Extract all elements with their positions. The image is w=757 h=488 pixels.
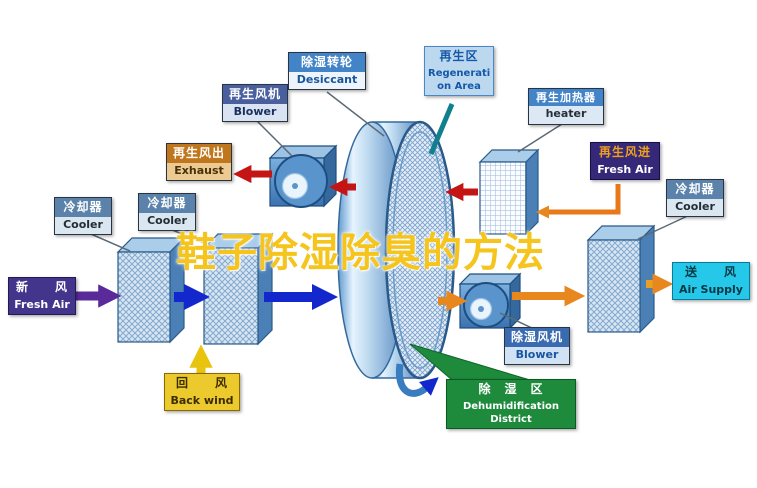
label-back-wind: 回 风 Back wind — [164, 373, 240, 411]
cooler-box-right — [586, 224, 656, 334]
label-dehumid-blower: 除湿风机 Blower — [504, 327, 570, 365]
label-dehumid-district: 除 湿 区 Dehumidification District — [446, 379, 576, 429]
label-cooler-right-en: Cooler — [667, 198, 723, 216]
label-regen-blower-en: Blower — [223, 103, 287, 121]
label-exhaust: 再生风出 Exhaust — [166, 143, 232, 181]
label-cooler-left-outer: 冷却器 Cooler — [54, 197, 112, 235]
watermark-text: 鞋子除湿除臭的方法 — [176, 230, 545, 276]
label-cooler-b-en: Cooler — [139, 212, 195, 230]
cooler-box-left-inner — [202, 232, 274, 346]
wheel-rotation-arrow — [395, 363, 439, 397]
connector-desiccant — [326, 91, 385, 137]
label-regen-fresh-air-en: Fresh Air — [597, 162, 653, 176]
label-regen-area: 再生区 Regenerati on Area — [424, 46, 494, 96]
connector-regen-area — [428, 103, 455, 155]
wheel-edges — [372, 121, 420, 379]
label-cooler-a-en: Cooler — [55, 216, 111, 234]
arrow-regen-air-in-path — [536, 184, 621, 219]
label-regen-area-en: Regenerati on Area — [428, 67, 491, 92]
label-cooler-right: 冷却器 Cooler — [666, 179, 724, 217]
label-cooler-left-inner: 冷却器 Cooler — [138, 193, 196, 231]
connector-dehumid-blower — [499, 312, 535, 330]
label-regen-heater: 再生加热器 heater — [528, 88, 604, 125]
label-dehumid-blower-zh: 除湿风机 — [505, 328, 569, 347]
connector-cooler-right — [637, 212, 695, 240]
label-air-supply-en: Air Supply — [679, 282, 743, 296]
label-regen-fresh-air: 再生风进 Fresh Air — [590, 142, 660, 180]
label-fresh-air: 新 风 Fresh Air — [8, 277, 76, 315]
label-desiccant-zh: 除湿转轮 — [289, 53, 365, 72]
label-cooler-b-zh: 冷却器 — [139, 194, 195, 213]
label-dehumid-district-zh: 除 湿 区 — [478, 382, 544, 396]
regen-blower-fan — [268, 144, 338, 208]
connector-regen-blower — [253, 117, 293, 157]
label-back-wind-en: Back wind — [170, 393, 234, 407]
label-fresh-air-zh: 新 风 — [15, 280, 68, 294]
label-cooler-right-zh: 冷却器 — [667, 180, 723, 199]
label-regen-fresh-air-zh: 再生风进 — [598, 145, 651, 159]
label-regen-heater-zh: 再生加热器 — [529, 89, 603, 107]
label-dehumid-blower-en: Blower — [505, 346, 569, 364]
label-regen-area-zh: 再生区 — [439, 49, 479, 63]
label-air-supply-zh: 送 风 — [684, 265, 737, 279]
connector-regen-heater — [517, 123, 563, 153]
label-fresh-air-en: Fresh Air — [14, 297, 70, 311]
label-exhaust-en: Exhaust — [167, 162, 231, 180]
label-regen-blower-zh: 再生风机 — [223, 85, 287, 104]
label-regen-blower: 再生风机 Blower — [222, 84, 288, 122]
cooler-box-left-outer — [116, 236, 186, 344]
flow-arrows — [74, 164, 674, 374]
wheel-face-rim — [392, 131, 448, 369]
label-dehumid-district-en: Dehumidification District — [462, 400, 560, 425]
label-desiccant-en: Desiccant — [289, 71, 365, 89]
label-regen-heater-en: heater — [529, 106, 603, 124]
label-air-supply: 送 风 Air Supply — [672, 262, 750, 300]
label-exhaust-zh: 再生风出 — [167, 144, 231, 163]
dehumid-blower-fan — [458, 272, 522, 330]
label-desiccant: 除湿转轮 Desiccant — [288, 52, 366, 90]
regen-heater-box — [478, 148, 540, 236]
label-back-wind-zh: 回 风 — [175, 376, 228, 390]
label-cooler-a-zh: 冷却器 — [55, 198, 111, 217]
desiccant-wheel — [337, 120, 456, 397]
